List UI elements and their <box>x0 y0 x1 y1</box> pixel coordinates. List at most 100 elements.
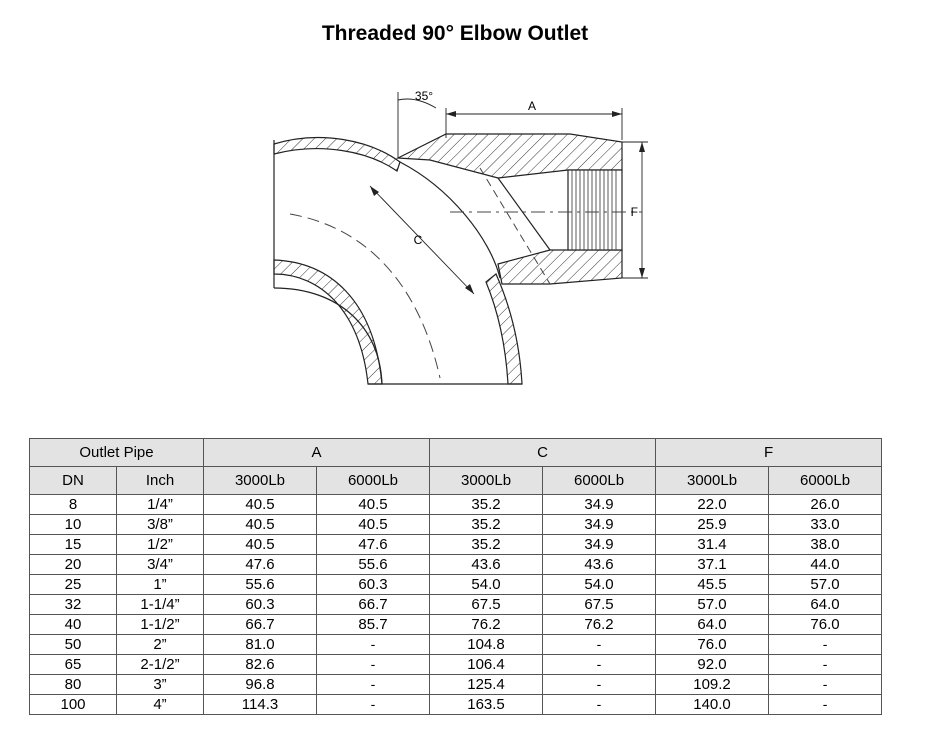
cell-a-6000: 40.5 <box>315 514 431 535</box>
cell-a-6000: 60.3 <box>315 574 431 595</box>
cell-a-3000: 55.6 <box>203 574 317 595</box>
angle-label: 35° <box>415 89 433 103</box>
header-f: F <box>655 438 883 467</box>
elbow-wall-right <box>485 273 523 385</box>
header-c-3000: 3000Lb <box>429 466 544 495</box>
dimension-table: Outlet Pipe A C F DN Inch 3000Lb 6000Lb … <box>29 438 883 715</box>
cell-a-3000: 47.6 <box>203 554 317 575</box>
cell-f-3000: 92.0 <box>655 654 770 675</box>
cell-dn: 8 <box>29 494 117 515</box>
cell-a-6000: 85.7 <box>315 614 431 635</box>
cell-a-3000: 60.3 <box>203 594 317 615</box>
cell-inch: 3” <box>116 674 204 695</box>
cell-c-3000: 125.4 <box>429 674 544 695</box>
cell-inch: 1-1/4” <box>116 594 204 615</box>
cell-f-6000: 76.0 <box>768 614 883 635</box>
header-a: A <box>202 438 431 467</box>
cell-c-3000: 35.2 <box>429 514 544 535</box>
cell-f-3000: 22.0 <box>655 494 770 515</box>
cell-a-6000: - <box>315 634 431 655</box>
cell-f-3000: 45.5 <box>655 574 770 595</box>
cell-a-3000: 81.0 <box>203 634 317 655</box>
cell-a-6000: 40.5 <box>315 494 431 515</box>
elbow-wall <box>273 136 401 172</box>
cell-c-6000: - <box>542 674 657 695</box>
cell-a-6000: - <box>315 674 431 695</box>
elbow-wall-lower <box>273 259 383 385</box>
cell-f-6000: 44.0 <box>768 554 883 575</box>
cell-f-6000: - <box>768 674 883 695</box>
cell-inch: 1” <box>116 574 204 595</box>
cell-a-6000: 55.6 <box>315 554 431 575</box>
cell-inch: 4” <box>116 694 204 715</box>
cell-dn: 20 <box>29 554 117 575</box>
cell-f-6000: 64.0 <box>768 594 883 615</box>
cell-f-3000: 31.4 <box>655 534 770 555</box>
dim-a-label: A <box>528 99 536 113</box>
cell-c-6000: - <box>542 694 657 715</box>
header-c-6000: 6000Lb <box>542 466 657 495</box>
sub-header-row: DN Inch 3000Lb 6000Lb 3000Lb 6000Lb 3000… <box>29 466 883 495</box>
cell-dn: 65 <box>29 654 117 675</box>
cell-a-6000: 66.7 <box>315 594 431 615</box>
cell-dn: 32 <box>29 594 117 615</box>
cell-inch: 2-1/2” <box>116 654 204 675</box>
cell-c-3000: 67.5 <box>429 594 544 615</box>
cell-f-3000: 109.2 <box>655 674 770 695</box>
cell-inch: 1-1/2” <box>116 614 204 635</box>
cell-dn: 40 <box>29 614 117 635</box>
cell-a-6000: - <box>315 694 431 715</box>
cell-c-6000: 34.9 <box>542 534 657 555</box>
cell-f-6000: - <box>768 654 883 675</box>
cell-c-3000: 106.4 <box>429 654 544 675</box>
cell-c-6000: - <box>542 654 657 675</box>
cell-c-6000: - <box>542 634 657 655</box>
header-f-6000: 6000Lb <box>768 466 883 495</box>
cell-f-6000: 26.0 <box>768 494 883 515</box>
cell-inch: 1/4” <box>116 494 204 515</box>
cell-c-3000: 54.0 <box>429 574 544 595</box>
cell-dn: 15 <box>29 534 117 555</box>
header-a-3000: 3000Lb <box>203 466 317 495</box>
cell-a-3000: 40.5 <box>203 534 317 555</box>
cell-c-3000: 35.2 <box>429 534 544 555</box>
cell-c-6000: 54.0 <box>542 574 657 595</box>
cell-c-3000: 163.5 <box>429 694 544 715</box>
cell-a-6000: 47.6 <box>315 534 431 555</box>
header-inch: Inch <box>116 466 204 495</box>
cell-c-6000: 76.2 <box>542 614 657 635</box>
cell-a-3000: 40.5 <box>203 494 317 515</box>
header-dn: DN <box>29 466 117 495</box>
cell-a-3000: 114.3 <box>203 694 317 715</box>
cell-c-6000: 34.9 <box>542 494 657 515</box>
cell-f-3000: 64.0 <box>655 614 770 635</box>
cell-inch: 3/8” <box>116 514 204 535</box>
cell-inch: 1/2” <box>116 534 204 555</box>
cell-c-3000: 43.6 <box>429 554 544 575</box>
cell-f-3000: 76.0 <box>655 634 770 655</box>
cell-a-3000: 40.5 <box>203 514 317 535</box>
outlet-body-lower <box>497 249 623 285</box>
cell-f-6000: - <box>768 694 883 715</box>
cell-f-3000: 57.0 <box>655 594 770 615</box>
header-a-6000: 6000Lb <box>315 466 431 495</box>
dim-c-label: C <box>414 233 423 247</box>
technical-drawing-svg: A 35° F C <box>273 89 648 385</box>
header-f-3000: 3000Lb <box>655 466 770 495</box>
header-c: C <box>429 438 657 467</box>
thread-section <box>567 169 623 251</box>
cell-dn: 50 <box>29 634 117 655</box>
cell-a-3000: 96.8 <box>203 674 317 695</box>
group-header-row: Outlet Pipe A C F <box>29 438 883 467</box>
cell-a-3000: 66.7 <box>203 614 317 635</box>
